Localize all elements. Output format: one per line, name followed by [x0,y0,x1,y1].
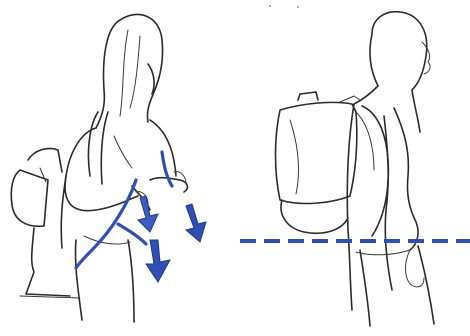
arrow-down-icon [146,240,170,282]
arrow-down-icon [186,204,206,242]
left-backpack [11,148,80,298]
left-sternum-strap [162,152,172,186]
left-hip-strap [118,224,146,244]
right-figure [276,12,435,326]
left-shoulder-strap [76,180,136,268]
